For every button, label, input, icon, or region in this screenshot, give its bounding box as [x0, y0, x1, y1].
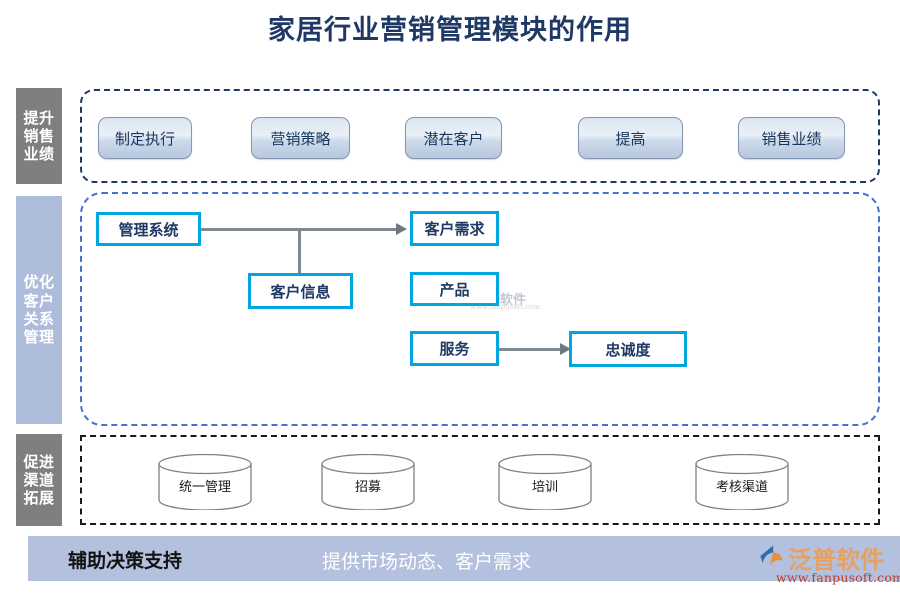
footer-title: 辅助决策支持: [68, 550, 183, 572]
section-label-line: 优化: [23, 273, 55, 292]
section-label-crm-optimization: 优化 客户 关系 管理: [16, 196, 62, 424]
box-customer-demand[interactable]: 客户需求: [410, 211, 499, 246]
box-product[interactable]: 产品: [410, 272, 499, 306]
button-formulate-execution[interactable]: 制定执行: [98, 117, 192, 159]
section-label-line: 提升: [23, 108, 55, 127]
brand-logo-url: www.fanpusoft.com: [776, 570, 900, 585]
section-label-line: 销售: [23, 126, 55, 145]
box-service[interactable]: 服务: [410, 331, 499, 366]
section-label-sales-performance: 提升 销售 业绩: [16, 88, 62, 184]
section-label-line: 关系: [23, 310, 55, 328]
section-panel-crm-optimization: [80, 192, 880, 426]
connector-custinfo-branch: [298, 229, 301, 273]
section-label-line: 促进: [23, 452, 55, 471]
section-label-line: 拓展: [23, 489, 55, 508]
button-sales-performance[interactable]: 销售业绩: [738, 117, 845, 159]
box-management-system[interactable]: 管理系统: [96, 212, 201, 246]
cylinder-training[interactable]: 培训: [497, 453, 593, 511]
button-improve[interactable]: 提高: [578, 117, 683, 159]
cylinder-assessment-channel[interactable]: 考核渠道: [694, 453, 790, 511]
section-label-line: 渠道: [23, 470, 55, 489]
page-title: 家居行业营销管理模块的作用: [268, 15, 632, 46]
connector-service-to-loyalty: [499, 348, 561, 351]
cylinder-label: 培训: [531, 480, 558, 495]
cylinder-label: 招募: [354, 480, 381, 495]
arrowhead-mgmt-to-demand: [396, 223, 407, 235]
arrowhead-service-to-loyalty: [560, 343, 571, 355]
section-label-line: 业绩: [23, 145, 55, 164]
cylinder-label: 统一管理: [178, 480, 231, 495]
cylinder-unified-management[interactable]: 统一管理: [157, 453, 253, 511]
footer-bar: [28, 536, 900, 581]
section-panel-sales-performance: [80, 89, 880, 183]
box-customer-information[interactable]: 客户信息: [248, 273, 353, 309]
section-label-line: 客户: [23, 291, 55, 310]
footer-subtitle: 提供市场动态、客户需求: [322, 551, 532, 573]
button-marketing-strategy[interactable]: 营销策略: [251, 117, 350, 159]
section-label-channel-expansion: 促进 渠道 拓展: [16, 434, 62, 526]
section-panel-channel-expansion: [80, 435, 880, 525]
cylinder-label: 考核渠道: [715, 480, 768, 495]
button-potential-customers[interactable]: 潜在客户: [405, 117, 502, 159]
box-loyalty[interactable]: 忠诚度: [569, 331, 687, 367]
brand-logo-name: 泛普软件: [788, 545, 884, 574]
cylinder-recruitment[interactable]: 招募: [320, 453, 416, 511]
section-label-line: 管理: [23, 328, 55, 347]
brand-logo: 泛普软件 www.fanpusoft.com: [758, 540, 900, 588]
